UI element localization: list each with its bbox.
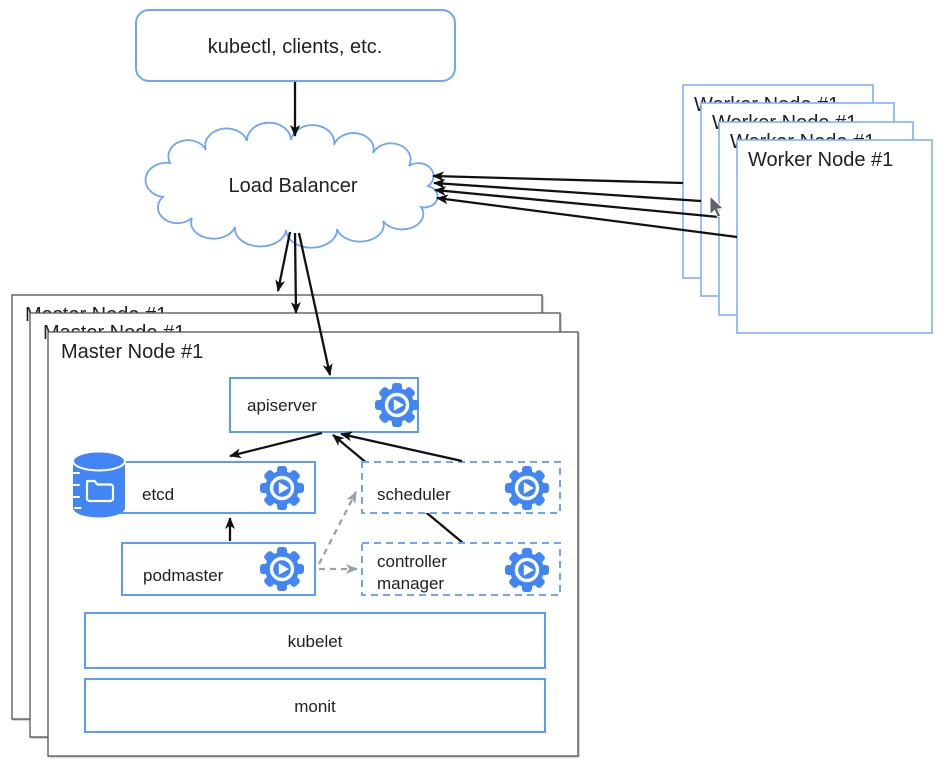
node-client: kubectl, clients, etc.: [135, 9, 456, 82]
arrow-worker1-to-load-balancer: [436, 194, 738, 239]
apiserver-label: apiserver: [247, 396, 317, 415]
arrow-apiserver-to-etcd: [229, 431, 323, 459]
client-label: kubectl, clients, etc.: [208, 36, 383, 58]
node-podmaster: podmaster: [121, 542, 316, 596]
arrow-load-balancer-to-master2: [290, 232, 301, 314]
podmaster-label: podmaster: [143, 566, 224, 585]
worker-node-1: Worker Node #1: [736, 139, 933, 334]
arrow-podmaster-to-scheduler: [317, 491, 358, 565]
arrow-scheduler-to-apiserver: [340, 431, 463, 463]
etcd-label: etcd: [142, 485, 174, 504]
arrow-worker2-to-load-balancer: [434, 186, 720, 219]
worker-node-label: Worker Node #1: [748, 149, 893, 171]
master-components: scheduler controller manager etcd: [72, 377, 561, 733]
load-balancer-label: Load Balancer: [229, 175, 358, 197]
worker-node-stack: Worker Node #1 Worker Node #1 Worker Nod…: [682, 84, 933, 334]
monit-label: monit: [294, 697, 336, 716]
arrow-worker4-to-load-balancer: [432, 171, 684, 185]
controller-manager-label-line2: manager: [377, 574, 444, 593]
mouse-pointer-icon: [709, 194, 725, 219]
node-apiserver: apiserver: [229, 377, 421, 433]
kubelet-label: kubelet: [288, 632, 343, 651]
node-controller-manager: controller manager: [361, 542, 561, 596]
arrow-load-balancer-to-apiserver: [297, 232, 333, 376]
node-load-balancer: Load Balancer: [144, 121, 439, 249]
gear-play-icon: [503, 464, 551, 512]
node-scheduler: scheduler: [361, 461, 561, 514]
diagram-arrows: [225, 82, 738, 574]
controller-manager-label-line1: controller: [377, 552, 447, 571]
node-monit: monit: [84, 678, 546, 733]
node-etcd: etcd: [72, 450, 316, 518]
database-folder-icon: [72, 450, 126, 518]
scheduler-label: scheduler: [377, 485, 451, 504]
gear-play-icon: [258, 464, 306, 512]
gear-play-icon: [503, 546, 551, 594]
master-node-label: Master Node #1: [61, 341, 203, 363]
gear-play-icon: [258, 545, 306, 593]
node-kubelet: kubelet: [84, 612, 546, 669]
gear-play-icon: [373, 381, 421, 429]
arrow-load-balancer-to-master3: [275, 231, 292, 292]
arrow-worker3-to-load-balancer: [433, 178, 702, 203]
